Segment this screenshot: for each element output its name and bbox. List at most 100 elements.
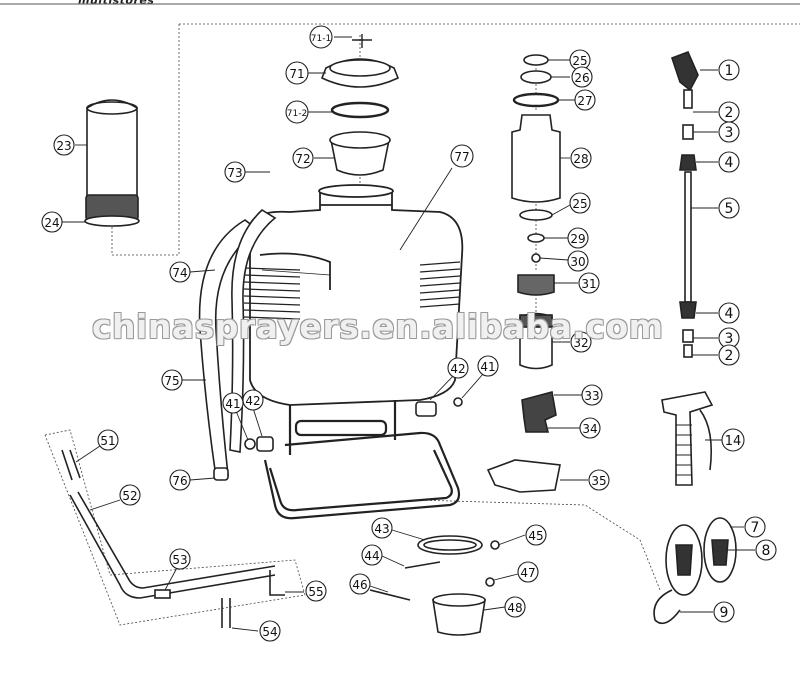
svg-text:31: 31 (581, 277, 596, 291)
trigger-gun (661, 391, 714, 486)
callout-25-lower: 25 (569, 192, 591, 214)
callout-71-1: 71-1 (309, 25, 333, 49)
callout-30: 30 (567, 250, 589, 272)
svg-text:7: 7 (751, 520, 760, 536)
svg-text:41: 41 (480, 360, 495, 374)
callout-71: 71 (285, 61, 309, 85)
callout-76: 76 (169, 469, 191, 491)
callout-45: 45 (525, 524, 547, 546)
callout-71-2: 71-2 (285, 100, 309, 124)
callout-7: 7 (744, 516, 766, 538)
svg-text:71: 71 (289, 67, 304, 81)
svg-text:55: 55 (308, 585, 323, 599)
callout-73: 73 (224, 161, 246, 183)
svg-text:44: 44 (364, 549, 379, 563)
callout-77: 77 (450, 144, 474, 168)
callout-43: 43 (371, 517, 393, 539)
svg-text:27: 27 (577, 94, 592, 108)
svg-text:71-1: 71-1 (311, 34, 331, 44)
svg-text:71-2: 71-2 (287, 109, 307, 119)
svg-text:4: 4 (725, 155, 734, 171)
callout-44: 44 (361, 544, 383, 566)
callout-2-lower: 2 (718, 344, 740, 366)
svg-text:52: 52 (122, 489, 137, 503)
callout-25: 25 (569, 49, 591, 71)
callout-47: 47 (517, 561, 539, 583)
watermark-text: chinasprayers.en.alibaba.com (92, 307, 664, 346)
shoulder-strap (198, 208, 277, 481)
svg-text:25: 25 (572, 197, 587, 211)
callout-32: 32 (570, 331, 592, 353)
svg-text:29: 29 (570, 232, 585, 246)
svg-text:43: 43 (374, 522, 389, 536)
svg-text:9: 9 (720, 605, 729, 621)
callout-3-lower: 3 (718, 327, 740, 349)
svg-text:77: 77 (454, 150, 469, 164)
leader-lines (62, 36, 755, 632)
svg-text:51: 51 (100, 434, 115, 448)
callout-1: 1 (718, 59, 740, 81)
callout-55: 55 (305, 580, 327, 602)
callout-26: 26 (571, 66, 593, 88)
callout-34: 34 (579, 417, 601, 439)
svg-text:25: 25 (572, 54, 587, 68)
svg-text:3: 3 (725, 331, 734, 347)
svg-text:26: 26 (574, 71, 589, 85)
callout-42-right: 42 (447, 357, 469, 379)
bottom-parts (244, 397, 500, 636)
callout-9: 9 (713, 601, 735, 623)
callout-24: 24 (41, 211, 63, 233)
lid-assembly (320, 34, 400, 176)
svg-text:48: 48 (507, 601, 522, 615)
svg-text:8: 8 (762, 543, 771, 559)
callout-5: 5 (718, 197, 740, 219)
filter-cylinder (84, 99, 140, 227)
svg-text:34: 34 (582, 422, 597, 436)
callout-27: 27 (574, 89, 596, 111)
svg-text:47: 47 (520, 566, 535, 580)
svg-text:42: 42 (245, 394, 260, 408)
svg-text:53: 53 (172, 553, 187, 567)
svg-text:74: 74 (172, 266, 187, 280)
callout-75: 75 (161, 369, 183, 391)
callout-2: 2 (718, 101, 740, 123)
svg-text:2: 2 (725, 348, 734, 364)
svg-text:41: 41 (225, 397, 240, 411)
svg-text:76: 76 (172, 474, 187, 488)
callout-3: 3 (718, 121, 740, 143)
svg-text:54: 54 (262, 625, 277, 639)
callout-29: 29 (567, 227, 589, 249)
svg-text:24: 24 (44, 216, 59, 230)
svg-text:30: 30 (570, 255, 585, 269)
svg-text:23: 23 (56, 139, 71, 153)
svg-text:3: 3 (725, 125, 734, 141)
callout-72: 72 (292, 147, 314, 169)
pump-chamber (511, 54, 561, 370)
callout-52: 52 (119, 484, 141, 506)
callout-48: 48 (504, 596, 526, 618)
tank (243, 184, 464, 406)
callout-35: 35 (588, 469, 610, 491)
spray-lance (670, 50, 699, 358)
svg-text:45: 45 (528, 529, 543, 543)
frame-rods (61, 449, 285, 628)
callout-41-left: 41 (222, 392, 244, 414)
nozzles (653, 517, 737, 625)
callout-54: 54 (259, 620, 281, 642)
svg-text:4: 4 (725, 306, 734, 322)
callout-23: 23 (53, 134, 75, 156)
svg-text:46: 46 (352, 578, 367, 592)
svg-text:1: 1 (725, 63, 734, 79)
svg-text:72: 72 (295, 152, 310, 166)
callout-53: 53 (169, 548, 191, 570)
callout-51: 51 (97, 429, 119, 451)
svg-text:5: 5 (725, 201, 734, 217)
carry-frame (263, 400, 461, 520)
svg-text:14: 14 (725, 434, 742, 449)
callout-14: 14 (721, 428, 745, 452)
svg-text:73: 73 (227, 166, 242, 180)
callout-28: 28 (570, 147, 592, 169)
callout-74: 74 (169, 261, 191, 283)
